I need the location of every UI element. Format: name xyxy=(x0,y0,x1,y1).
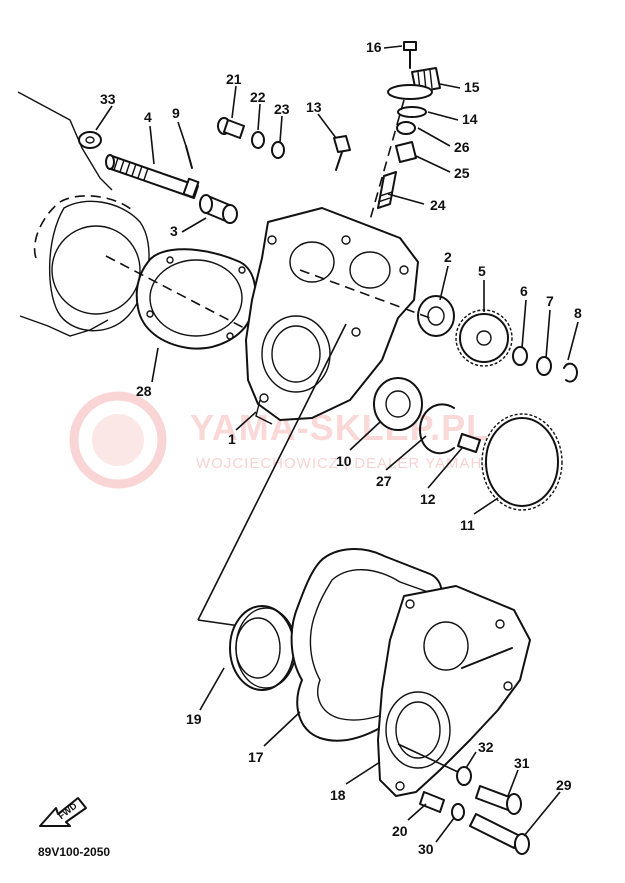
part-29-bolt xyxy=(469,813,530,855)
label-20: 20 xyxy=(392,823,408,839)
part-labels: 16 15 14 21 22 23 13 33 4 9 26 25 24 3 2… xyxy=(100,39,582,857)
part-4-pump-shaft xyxy=(105,154,200,199)
part-33-washer xyxy=(78,131,102,149)
axis-line-left xyxy=(105,255,249,331)
label-3: 3 xyxy=(170,223,178,239)
fwd-arrow-icon: FWD xyxy=(39,797,87,827)
axis-line-seal xyxy=(197,619,241,627)
part-15-fitting xyxy=(387,67,441,100)
axis-line-long xyxy=(197,323,347,621)
label-8: 8 xyxy=(574,305,582,321)
label-32: 32 xyxy=(478,739,494,755)
label-30: 30 xyxy=(418,841,434,857)
watermark-logo-icon xyxy=(69,391,167,489)
part-6-clip xyxy=(512,346,528,366)
part-10-bearing xyxy=(373,377,423,431)
label-5: 5 xyxy=(478,263,486,279)
watermark: YAMA-SKLEP.PL WOJCIECHOWICZ | DEALER YAM… xyxy=(69,391,493,489)
label-15: 15 xyxy=(464,79,480,95)
part-25-bush xyxy=(395,141,417,163)
watermark-subtitle: WOJCIECHOWICZ | DEALER YAMAHA xyxy=(196,455,493,472)
label-29: 29 xyxy=(556,777,572,793)
label-25: 25 xyxy=(454,165,470,181)
part-8-circlip xyxy=(563,362,578,383)
label-7: 7 xyxy=(546,293,554,309)
label-10: 10 xyxy=(336,453,352,469)
axis-line-top xyxy=(369,99,405,221)
label-1: 1 xyxy=(228,431,236,447)
label-6: 6 xyxy=(520,283,528,299)
part-12-pin xyxy=(457,433,481,453)
part-19-oil-seal xyxy=(229,605,297,691)
label-4: 4 xyxy=(144,109,152,125)
part-28-gasket xyxy=(135,248,257,350)
part-11-large-gear xyxy=(481,413,563,511)
label-28: 28 xyxy=(136,383,152,399)
part-5-gear xyxy=(455,309,513,367)
label-16: 16 xyxy=(366,39,382,55)
axis-line-mid xyxy=(299,269,431,319)
label-22: 22 xyxy=(250,89,266,105)
label-26: 26 xyxy=(454,139,470,155)
part-1-pump-housing xyxy=(245,207,419,425)
part-22-washer xyxy=(251,131,265,149)
label-11: 11 xyxy=(460,517,475,533)
label-23: 23 xyxy=(274,101,290,117)
part-9-pin xyxy=(185,145,193,169)
label-17: 17 xyxy=(248,749,264,765)
label-21: 21 xyxy=(226,71,242,87)
part-7-washer xyxy=(536,356,552,376)
part-18-cover xyxy=(377,585,531,797)
label-33: 33 xyxy=(100,91,116,107)
label-31: 31 xyxy=(514,755,530,771)
crankcase-outline xyxy=(17,91,150,337)
part-30-washer xyxy=(451,803,465,821)
label-24: 24 xyxy=(430,197,446,213)
part-13-screw xyxy=(333,135,351,171)
part-31-bolt xyxy=(475,785,522,815)
label-12: 12 xyxy=(420,491,436,507)
label-9: 9 xyxy=(172,105,180,121)
part-32-washer xyxy=(456,766,472,786)
part-24-gear-shaft xyxy=(377,171,397,209)
label-18: 18 xyxy=(330,787,346,803)
label-14: 14 xyxy=(462,111,478,127)
part-27-circlip xyxy=(419,403,455,455)
part-26-oring xyxy=(396,121,416,135)
part-14-oring xyxy=(397,106,427,118)
part-2-bearing xyxy=(417,295,455,337)
part-23-washer xyxy=(271,141,285,159)
label-13: 13 xyxy=(306,99,322,115)
leader-lines xyxy=(95,45,579,843)
part-16-screw xyxy=(403,41,417,69)
part-21-bolt xyxy=(217,117,245,139)
label-27: 27 xyxy=(376,473,392,489)
part-20-pin xyxy=(419,791,445,813)
axis-line-bolt xyxy=(397,743,459,773)
part-3-collar xyxy=(199,194,238,224)
diagram-code: 89V100-2050 xyxy=(38,845,110,859)
label-19: 19 xyxy=(186,711,202,727)
label-2: 2 xyxy=(444,249,452,265)
